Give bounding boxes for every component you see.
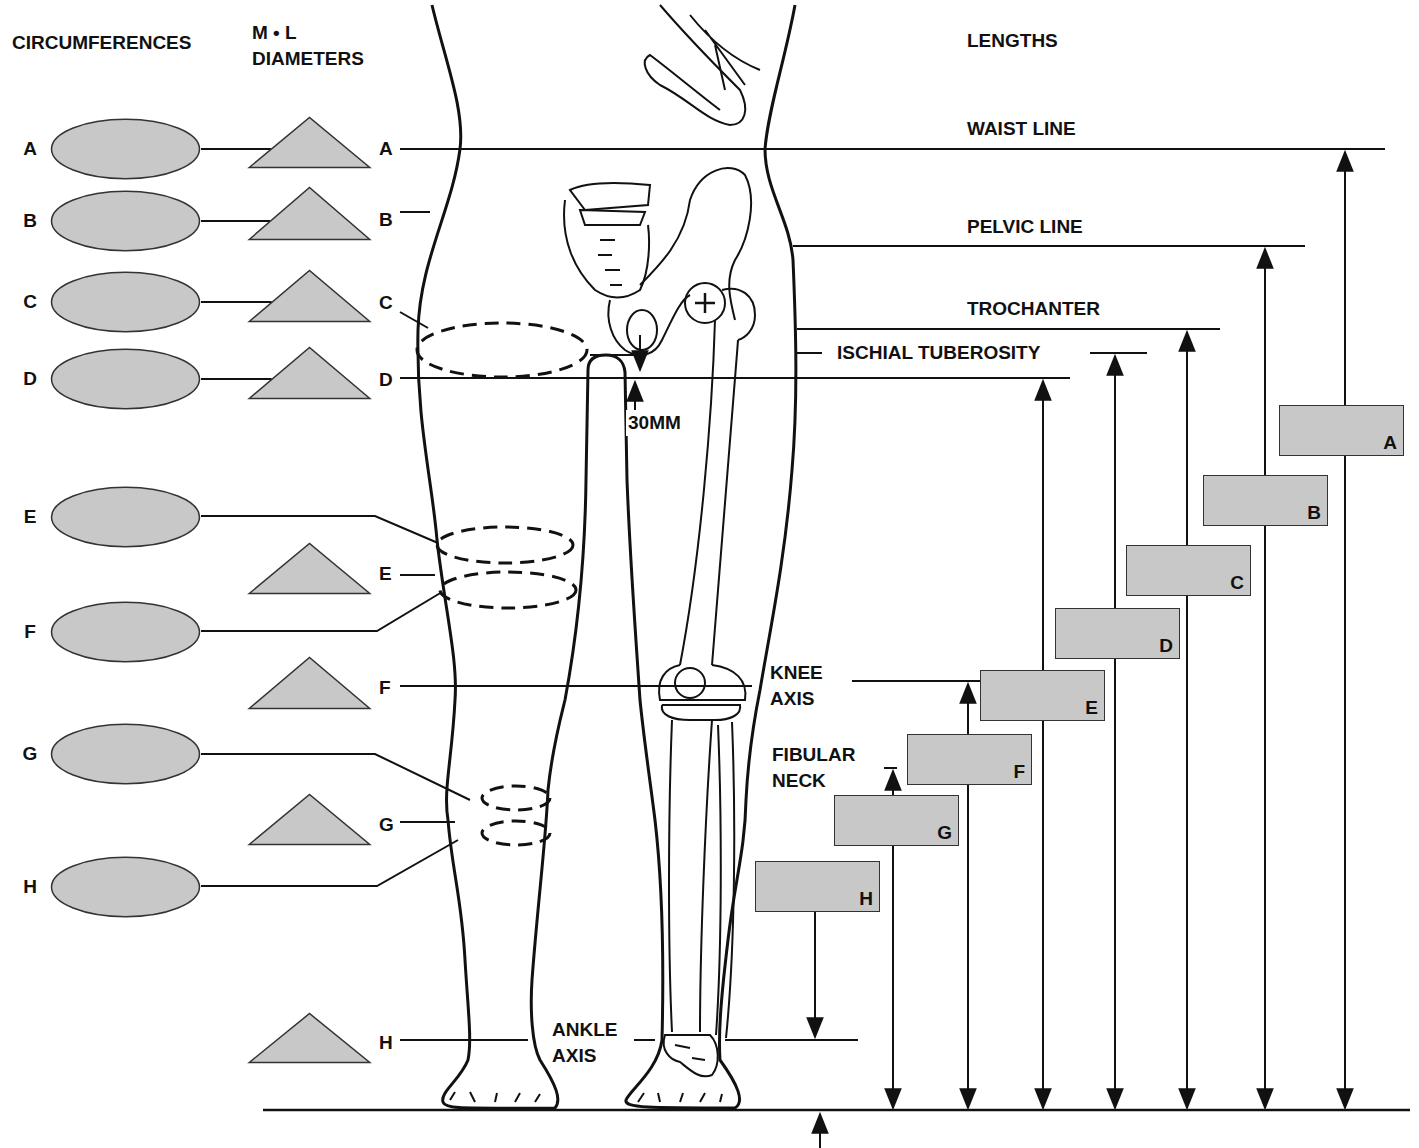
letter-label: H — [859, 889, 873, 909]
triangle-shape — [248, 1013, 371, 1063]
triangle-shape — [248, 187, 371, 240]
diameter-triangle: A — [248, 117, 371, 168]
text-label: 30MM — [626, 410, 683, 436]
letter-label: G — [23, 744, 38, 764]
length-box: G — [834, 795, 959, 846]
ellipse-shape — [50, 348, 201, 410]
letter-label: H — [23, 877, 37, 897]
ellipse-shape — [50, 601, 201, 663]
diameter-triangle: F — [248, 657, 371, 709]
triangle-shape — [248, 347, 371, 399]
ellipse-shape — [50, 856, 201, 918]
letter-label: C — [23, 292, 37, 312]
triangle-shape — [248, 117, 371, 168]
circumference-ellipse: C — [50, 271, 201, 333]
ellipse-shape — [50, 118, 201, 180]
letter-label: C — [379, 293, 393, 313]
letter-label: F — [1013, 762, 1025, 782]
letter-label: D — [379, 370, 393, 390]
letter-label: B — [379, 210, 393, 230]
letter-label: A — [1383, 433, 1397, 453]
letter-label: F — [379, 678, 391, 698]
letter-label: A — [379, 139, 393, 159]
circumference-ellipse: B — [50, 190, 201, 252]
ellipse-shape — [50, 190, 201, 252]
diameter-triangle: C — [248, 270, 371, 322]
letter-label: A — [23, 139, 37, 159]
letter-label: E — [24, 507, 37, 527]
ellipse-shape — [50, 271, 201, 333]
letter-label: D — [23, 369, 37, 389]
text-label: LENGTHS — [965, 28, 1060, 54]
text-label: ISCHIAL TUBEROSITY — [835, 340, 1042, 366]
circumference-ellipse: H — [50, 856, 201, 918]
diameter-triangle: G — [248, 794, 371, 845]
diameter-triangle: B — [248, 187, 371, 240]
letter-label: G — [937, 823, 952, 843]
circumference-ellipse: D — [50, 348, 201, 410]
text-label: ANKLE AXIS — [550, 1017, 634, 1069]
ellipse-shape — [50, 486, 201, 548]
circumference-ellipse: A — [50, 118, 201, 180]
text-label: TROCHANTER — [965, 296, 1102, 322]
text-label: FIBULAR NECK — [770, 742, 884, 794]
letter-label: B — [23, 211, 37, 231]
connector-line — [201, 301, 272, 303]
length-box: E — [980, 670, 1105, 721]
text-label: KNEE AXIS — [768, 660, 852, 712]
ellipse-shape — [50, 723, 201, 785]
triangle-shape — [248, 657, 371, 709]
length-box: D — [1055, 608, 1180, 659]
circumference-ellipse: F — [50, 601, 201, 663]
connector-line — [201, 378, 272, 380]
connector-line — [201, 148, 271, 150]
text-label: M • L DIAMETERS — [250, 20, 394, 72]
letter-label: D — [1159, 636, 1173, 656]
letter-label: C — [1230, 573, 1244, 593]
diameter-triangle: H — [248, 1013, 371, 1063]
length-box: F — [907, 734, 1032, 785]
triangle-shape — [248, 794, 371, 845]
diameter-triangle: D — [248, 347, 371, 399]
length-box: H — [755, 861, 880, 912]
circumference-ellipse: G — [50, 723, 201, 785]
text-label: CIRCUMFERENCES — [10, 30, 193, 56]
triangle-shape — [248, 543, 371, 594]
diameter-triangle: E — [248, 543, 371, 594]
text-label: PELVIC LINE — [965, 214, 1085, 240]
text-label: WAIST LINE — [965, 116, 1078, 142]
connector-line — [201, 220, 270, 222]
length-box: C — [1126, 545, 1251, 596]
letter-label: G — [379, 815, 394, 835]
circumference-ellipse: E — [50, 486, 201, 548]
letter-label: B — [1307, 503, 1321, 523]
letter-label: E — [1085, 698, 1098, 718]
letter-label: E — [379, 564, 392, 584]
length-box: B — [1203, 475, 1328, 526]
triangle-shape — [248, 270, 371, 322]
letter-label: H — [379, 1033, 393, 1053]
length-box: A — [1279, 405, 1404, 456]
letter-label: F — [24, 622, 36, 642]
